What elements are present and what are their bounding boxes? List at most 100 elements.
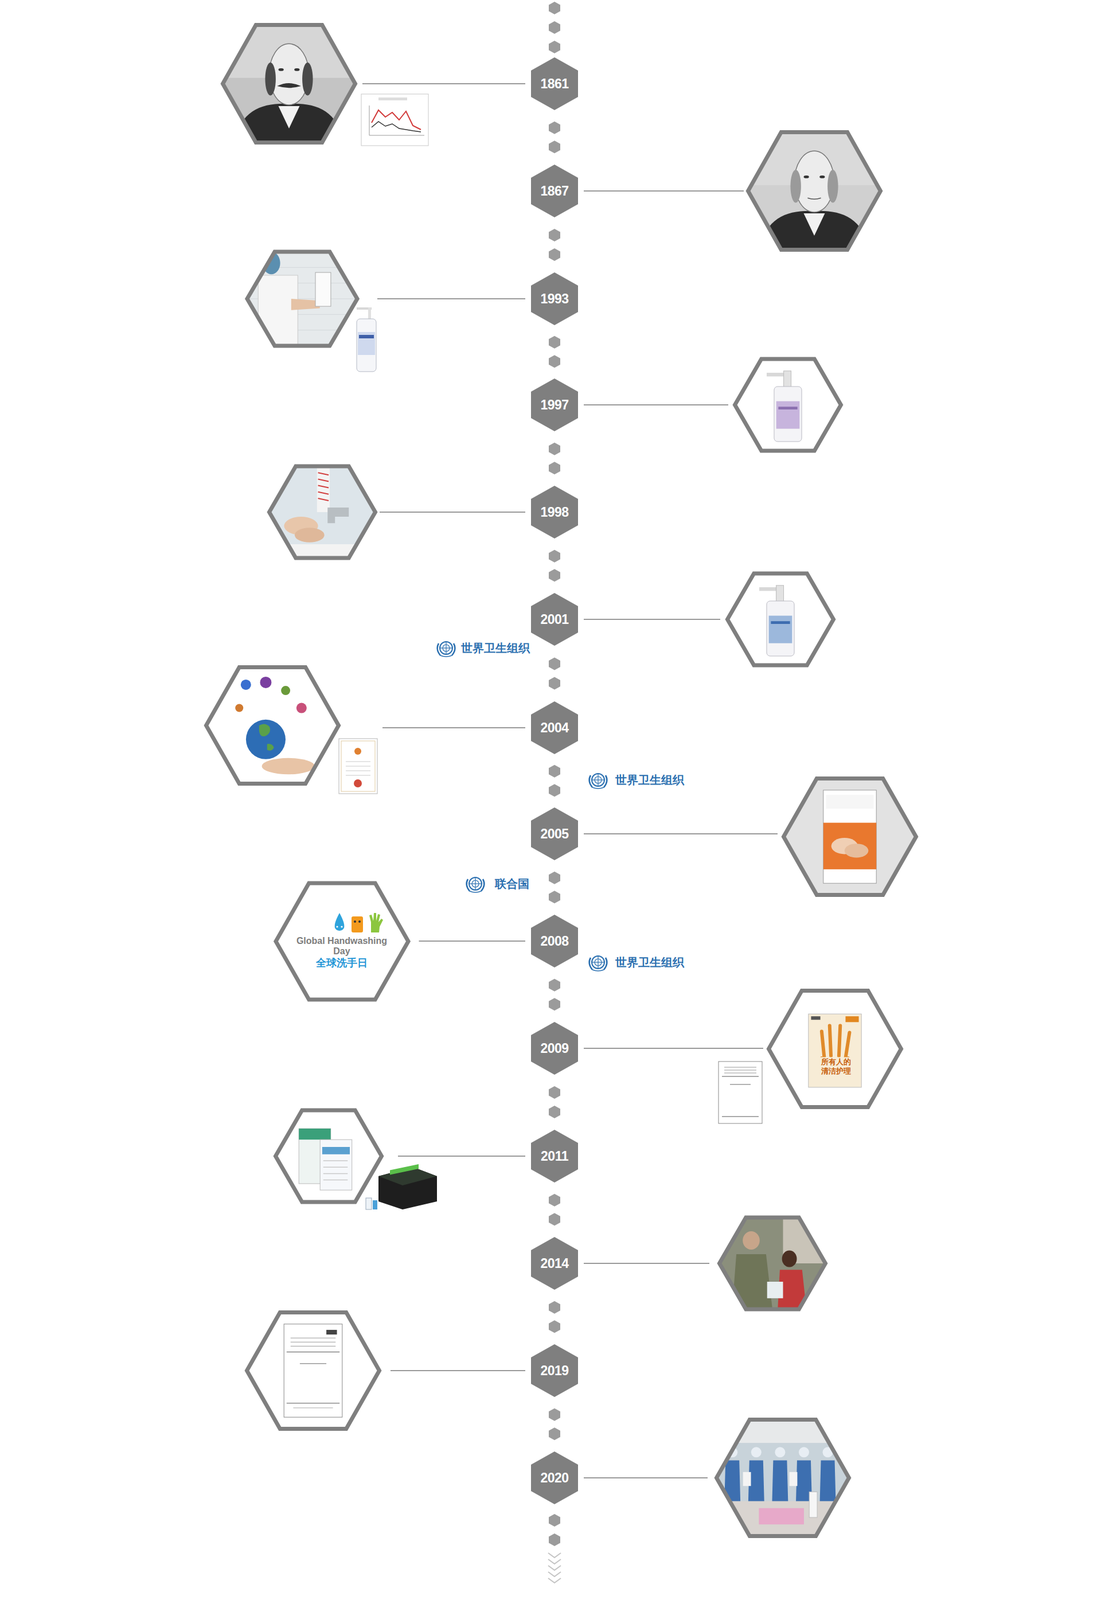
picture-hexagon-part-part bbox=[258, 275, 298, 346]
year-hexagon: 1998 bbox=[531, 485, 579, 539]
year-hexagon: 1993 bbox=[531, 272, 579, 326]
picture-hexagon bbox=[223, 25, 356, 143]
leader-lines-part bbox=[390, 1369, 526, 1372]
picture-hexagon-part-part bbox=[247, 1312, 380, 1430]
picture-hexagon-part-part bbox=[751, 1446, 762, 1458]
year-label: 2014 bbox=[540, 1256, 569, 1271]
picture-hexagon-part-part bbox=[735, 358, 842, 451]
mortality-chart-part bbox=[378, 97, 408, 101]
picture-hexagon-part-part bbox=[206, 667, 339, 784]
standard-document-part bbox=[718, 1061, 763, 1124]
timeline-dots-part bbox=[548, 121, 561, 135]
certificate-part bbox=[354, 747, 362, 755]
picture-hexagon-part bbox=[727, 573, 834, 666]
picture-hexagon-part-part bbox=[269, 466, 376, 558]
leader-lines-part bbox=[583, 1477, 708, 1479]
year-label: 2005 bbox=[540, 827, 569, 841]
sanitizer-bottle-part bbox=[356, 318, 377, 372]
picture-hexagon-part-part bbox=[262, 758, 315, 775]
hexagon-shape-part bbox=[531, 485, 579, 539]
organisation-name: 世界卫生组织 bbox=[615, 772, 685, 787]
picture-hexagon-part-part bbox=[286, 1351, 340, 1353]
continue-chevrons-part bbox=[548, 1559, 561, 1564]
test-kit-box bbox=[365, 1164, 437, 1210]
picture-hexagon-part bbox=[247, 251, 358, 346]
organisation-name: 世界卫生组织 bbox=[461, 641, 530, 655]
hexagon-shape-part bbox=[531, 914, 579, 968]
picture-hexagon-part bbox=[719, 1217, 826, 1310]
year-hexagon: 2019 bbox=[531, 1344, 579, 1397]
handwashing-mascots bbox=[334, 912, 383, 933]
leader-lines-part bbox=[362, 83, 526, 85]
handwashing-mascots-part bbox=[351, 916, 363, 933]
un-emblem-part bbox=[592, 969, 604, 971]
year-hexagon: 2014 bbox=[531, 1236, 579, 1290]
picture-hexagon-part-part bbox=[290, 1345, 337, 1347]
timeline-dots-part bbox=[548, 783, 561, 797]
picture-hexagon-part bbox=[275, 1110, 382, 1202]
timeline-dots-part bbox=[548, 248, 561, 261]
un-emblem-part bbox=[437, 643, 456, 656]
picture-hexagon-part-part bbox=[290, 1337, 337, 1339]
picture-hexagon-part-part bbox=[810, 1016, 821, 1020]
certificate-part bbox=[345, 775, 371, 776]
picture-hexagon bbox=[783, 778, 917, 896]
picture-hexagon-part-part bbox=[317, 466, 330, 513]
un-emblem-part bbox=[592, 787, 604, 789]
un-emblem bbox=[589, 955, 608, 971]
picture-hexagon-part-part bbox=[783, 778, 917, 896]
standard-document-part bbox=[729, 1083, 751, 1085]
picture-hexagon-part-part bbox=[294, 68, 300, 72]
picture-hexagon-part-part bbox=[247, 251, 358, 346]
picture-hexagon-part bbox=[748, 132, 881, 251]
year-hexagon: 2008 bbox=[531, 914, 579, 968]
picture-hexagon-part-part bbox=[318, 472, 330, 475]
hexagon-shape-part bbox=[531, 378, 579, 432]
picture-hexagon-part-part bbox=[774, 386, 802, 442]
timeline-dots-part bbox=[548, 871, 561, 885]
un-emblem-part bbox=[589, 957, 608, 970]
picture-hexagon-part-part bbox=[296, 703, 307, 714]
sanitizer-bottle-part bbox=[358, 334, 374, 339]
timeline-dots-part bbox=[548, 40, 561, 54]
picture-hexagon-part bbox=[269, 466, 376, 558]
picture-hexagon-part-part bbox=[809, 1491, 818, 1518]
certificate-part bbox=[345, 761, 371, 763]
organisation-name: 联合国 bbox=[494, 876, 530, 891]
year-label: 2019 bbox=[540, 1364, 569, 1378]
picture-hexagon-part-part bbox=[767, 1281, 784, 1299]
picture-hexagon-part-part bbox=[716, 1419, 850, 1537]
timeline-dots-part bbox=[548, 21, 561, 34]
certificate-part bbox=[338, 738, 378, 794]
leader-lines-part bbox=[382, 727, 526, 729]
picture-hexagon-part-part bbox=[280, 685, 291, 696]
picture-hexagon-part-part bbox=[318, 498, 330, 501]
picture-hexagon-part-part bbox=[233, 103, 345, 143]
un-emblem-part bbox=[597, 955, 599, 969]
leader-lines-part bbox=[397, 1155, 526, 1157]
year-label: 1861 bbox=[540, 77, 569, 91]
picture-hexagon-part-part bbox=[774, 1446, 786, 1458]
leader-lines-part bbox=[583, 404, 729, 406]
hexagon-shape-part bbox=[531, 1129, 579, 1183]
continue-chevrons-part bbox=[548, 1571, 561, 1577]
timeline-dots-part bbox=[548, 549, 561, 563]
picture-hexagon-part-part bbox=[240, 679, 252, 690]
year-hexagon: 2020 bbox=[531, 1451, 579, 1505]
picture-hexagon-part-part bbox=[319, 1139, 353, 1190]
picture-hexagon-part-part bbox=[766, 600, 795, 657]
handwashing-mascots-part bbox=[334, 912, 345, 931]
standard-document-part bbox=[724, 1067, 757, 1068]
timeline-dots-part bbox=[548, 336, 561, 349]
un-emblem-part bbox=[591, 955, 605, 969]
picture-hexagon-part-part bbox=[259, 676, 272, 689]
leader-lines-part bbox=[377, 298, 526, 300]
handwashing-mascots-part bbox=[336, 925, 338, 928]
picture-hexagon-part-part bbox=[776, 585, 784, 603]
picture-hexagon-part-part bbox=[825, 794, 874, 809]
certificate-part bbox=[341, 740, 376, 792]
picture-hexagon-part-part bbox=[758, 1508, 804, 1525]
picture-hexagon-part-part bbox=[299, 1363, 327, 1365]
timeline-dots-part bbox=[548, 1301, 561, 1314]
